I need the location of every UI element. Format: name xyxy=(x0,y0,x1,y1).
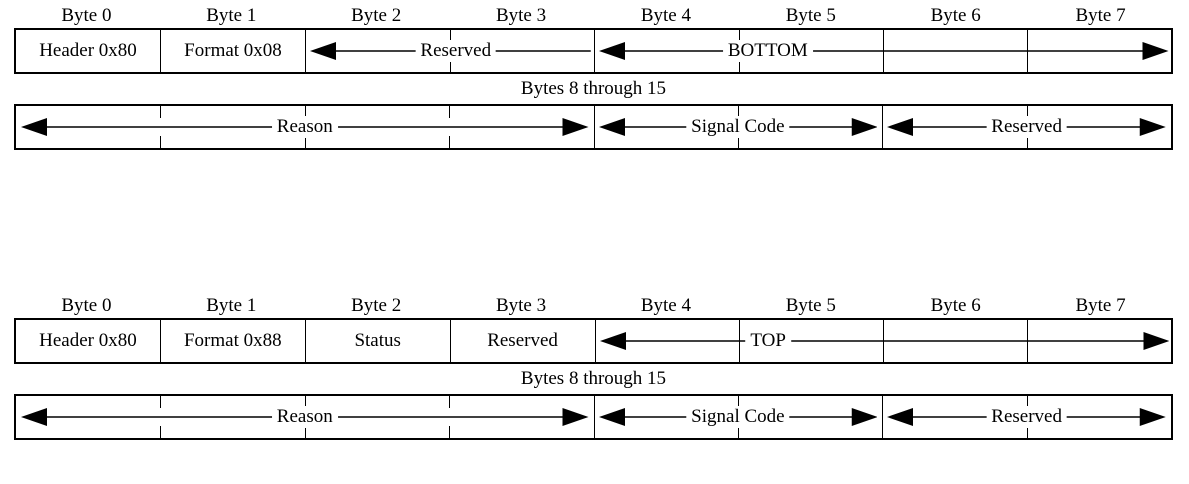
byte-cell-header-0x80: Header 0x80 xyxy=(16,30,161,72)
cell-label: Header 0x80 xyxy=(39,40,137,61)
byte-tick xyxy=(160,426,162,438)
byte-divider xyxy=(739,320,741,362)
field-label: Reserved xyxy=(415,40,497,62)
byte-tick xyxy=(449,426,451,438)
byte-row: Header 0x80 Format 0x08 Reserved BOTTOM xyxy=(14,28,1173,74)
field-label: Signal Code xyxy=(686,116,790,138)
byte-label-0: Byte 0 xyxy=(61,295,112,316)
byte-label-row: Byte 0 Byte 1 Byte 2 Byte 3 Byte 4 Byte 5 Byte… xyxy=(14,4,1173,28)
packet-diagram-bottom-message: Byte 0 Byte 1 Byte 2 Byte 3 Byte 4 Byte 5 Byte… xyxy=(14,4,1173,150)
cell-label: Header 0x80 xyxy=(39,330,137,351)
byte-cell-status: Status xyxy=(306,320,451,362)
byte-label-row: Byte 0 Byte 1 Byte 2 Byte 3 Byte 4 Byte 5 Byte… xyxy=(14,294,1173,318)
byte-tick xyxy=(449,396,451,408)
cell-label: Status xyxy=(354,330,401,351)
row-caption: Bytes 8 through 15 xyxy=(520,368,667,389)
bytes-8-15-row: Reason Signal Code Reserved xyxy=(14,394,1173,440)
byte-cell-bottom: BOTTOM xyxy=(595,30,1171,72)
byte-row: Header 0x80 Format 0x88 Status Reserved TOP xyxy=(14,318,1173,364)
byte-label-1: Byte 1 xyxy=(206,5,257,26)
field-label: BOTTOM xyxy=(722,40,813,62)
field-divider xyxy=(882,396,884,438)
spanned-field: BOTTOM xyxy=(595,30,1171,72)
field-label: Reason xyxy=(271,116,338,138)
byte-tick xyxy=(449,106,451,118)
byte-tick xyxy=(304,136,306,148)
byte-tick xyxy=(304,396,306,408)
byte-label-5: Byte 5 xyxy=(785,5,836,26)
byte-cell-format-0x08: Format 0x08 xyxy=(161,30,306,72)
byte-tick xyxy=(1026,136,1028,148)
byte-label-5: Byte 5 xyxy=(785,295,836,316)
field-label: TOP xyxy=(745,330,791,352)
field-divider xyxy=(882,106,884,148)
byte-cell-reserved: Reserved xyxy=(451,320,596,362)
packet-diagram-top-message: Byte 0 Byte 1 Byte 2 Byte 3 Byte 4 Byte 5 Byte… xyxy=(14,294,1173,440)
field-divider xyxy=(593,106,595,148)
spanned-field: Reserved xyxy=(306,30,594,72)
byte-divider xyxy=(883,320,885,362)
byte-tick xyxy=(160,106,162,118)
byte-tick xyxy=(737,136,739,148)
field-label: Reserved xyxy=(986,406,1067,428)
byte-label-2: Byte 2 xyxy=(351,5,402,26)
cell-label: Format 0x08 xyxy=(184,40,282,61)
field-label: Reserved xyxy=(986,116,1067,138)
byte-label-0: Byte 0 xyxy=(61,5,112,26)
byte-label-6: Byte 6 xyxy=(930,295,981,316)
cell-label: Reserved xyxy=(487,330,558,351)
byte-tick xyxy=(304,106,306,118)
byte-label-4: Byte 4 xyxy=(640,5,691,26)
byte-label-3: Byte 3 xyxy=(495,295,547,316)
byte-tick xyxy=(737,106,739,118)
byte-cell-header-0x80: Header 0x80 xyxy=(16,320,161,362)
row-caption: Bytes 8 through 15 xyxy=(520,78,667,99)
byte-label-4: Byte 4 xyxy=(640,295,691,316)
byte-tick xyxy=(737,426,739,438)
cell-label: Format 0x88 xyxy=(183,330,282,351)
field-label: Reason xyxy=(271,406,338,428)
byte-label-3: Byte 3 xyxy=(495,5,547,26)
byte-label-7: Byte 7 xyxy=(1075,5,1126,26)
byte-cell-reserved: Reserved xyxy=(306,30,595,72)
byte-tick xyxy=(1026,106,1028,118)
byte-tick xyxy=(304,426,306,438)
byte-tick xyxy=(160,136,162,148)
byte-tick xyxy=(737,396,739,408)
byte-tick xyxy=(1026,396,1028,408)
field-arrow xyxy=(599,320,1169,362)
byte-cell-top: TOP xyxy=(596,320,1172,362)
field-divider xyxy=(593,396,595,438)
byte-tick xyxy=(1026,426,1028,438)
byte-label-2: Byte 2 xyxy=(351,295,402,316)
field-label: Signal Code xyxy=(686,406,790,428)
byte-label-7: Byte 7 xyxy=(1075,295,1126,316)
spanned-field: TOP xyxy=(596,320,1172,362)
byte-label-1: Byte 1 xyxy=(206,295,257,316)
bytes-8-15-row: Reason Signal Code Reserved xyxy=(14,104,1173,150)
byte-divider xyxy=(883,30,884,72)
byte-cell-format-0x88: Format 0x88 xyxy=(161,320,306,362)
byte-tick xyxy=(449,136,451,148)
byte-divider xyxy=(1027,30,1028,72)
byte-tick xyxy=(160,396,162,408)
byte-label-6: Byte 6 xyxy=(930,5,981,26)
byte-divider xyxy=(1027,320,1029,362)
